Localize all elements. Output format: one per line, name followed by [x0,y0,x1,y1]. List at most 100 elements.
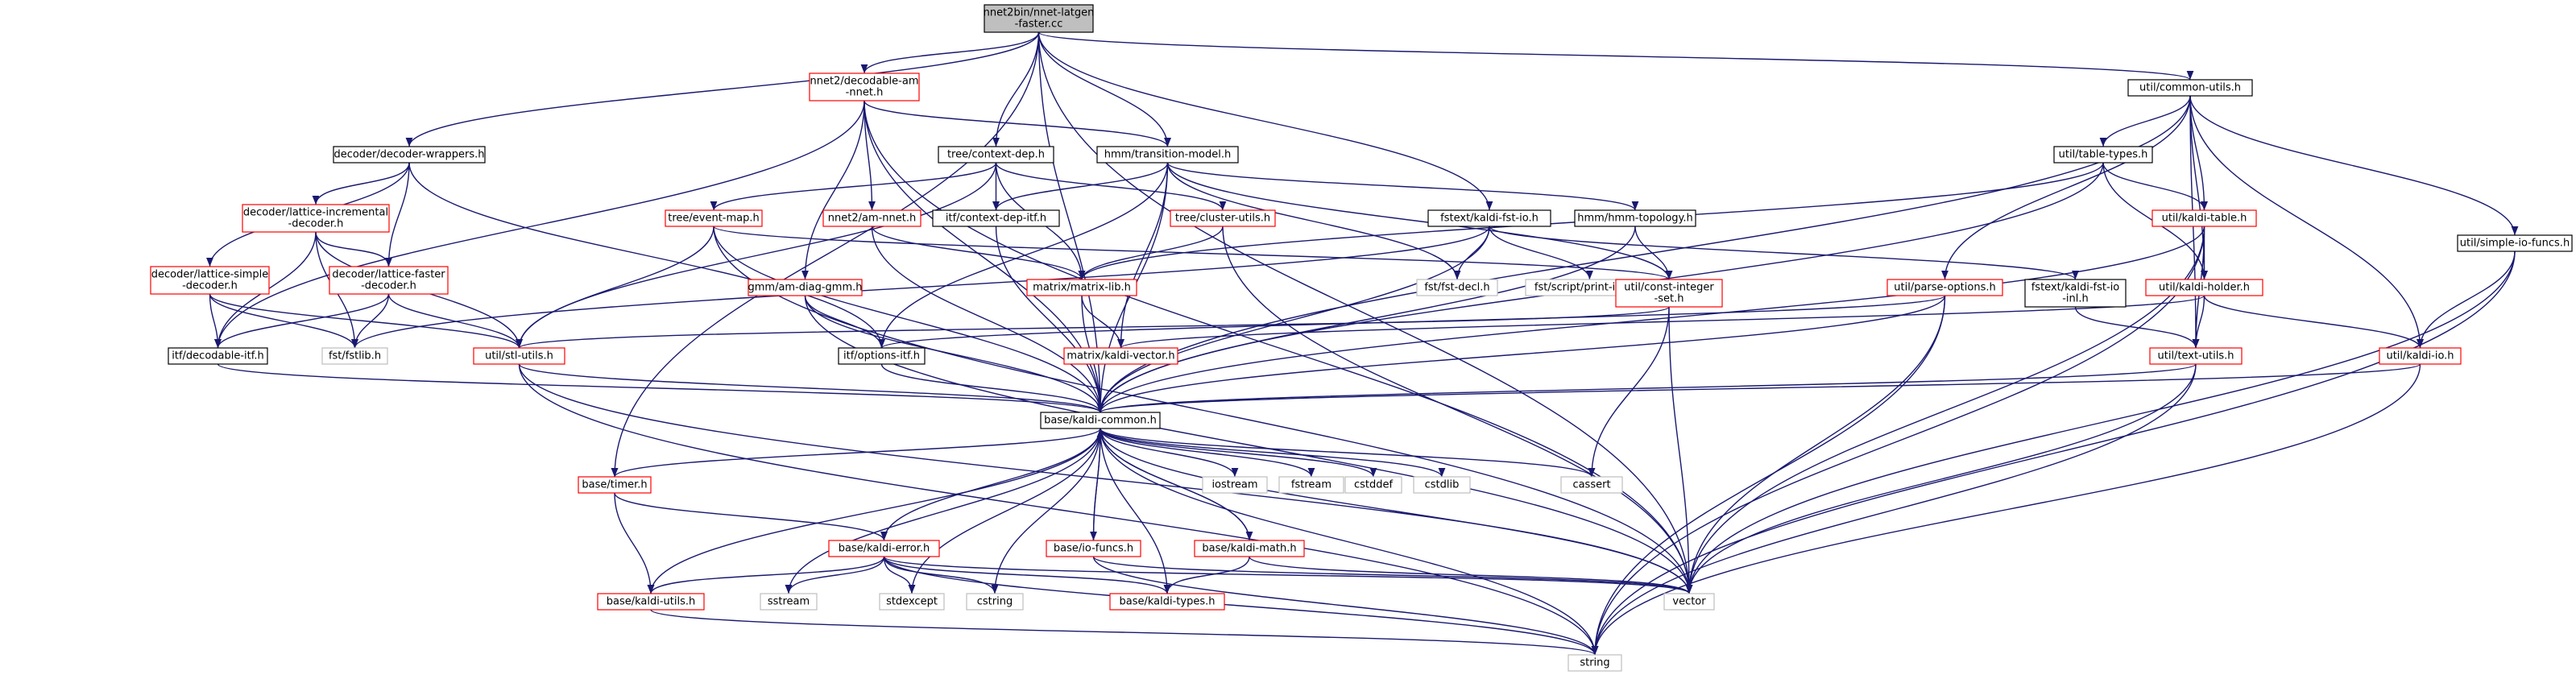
node-context-dep-itf[interactable]: itf/context-dep-itf.h [932,209,1060,227]
node-kaldi-common[interactable]: base/kaldi-common.h [1040,412,1161,429]
node-kaldi-math[interactable]: base/kaldi-math.h [1194,540,1305,557]
node-box [1615,279,1723,308]
edge-root-to-timer [611,31,1040,478]
edge-kaldi_error-to-stdexcept [883,556,916,594]
node-transition-model[interactable]: hmm/transition-model.h [1096,146,1239,164]
edge-kaldi_error-to-vector [883,556,1693,594]
node-simple-io-funcs[interactable]: util/simple-io-funcs.h [2457,234,2573,252]
node-io-funcs[interactable]: base/io-funcs.h [1046,540,1141,557]
edge-decoder_wrappers-to-lattice_incremental [312,162,410,205]
node-box [1026,279,1137,296]
node-kaldi-error[interactable]: base/kaldi-error.h [828,540,940,557]
node-iostream[interactable]: iostream [1202,476,1268,494]
node-am-nnet[interactable]: nnet2/am-nnet.h [822,209,921,227]
edge-options_itf-to-kaldi_common [880,363,1104,413]
node-label: base/timer.h [582,479,647,491]
node-label: decoder/lattice-incremental [243,207,388,219]
node-timer[interactable]: base/timer.h [578,476,652,494]
node-options-itf[interactable]: itf/options-itf.h [838,347,926,365]
node-const-integer-set[interactable]: util/const-integer-set.h [1615,279,1723,308]
node-kaldi-fst-io-inl[interactable]: fstext/kaldi-fst-io-inl.h [2024,279,2127,308]
node-table-types[interactable]: util/table-types.h [2053,146,2153,164]
node-event-map[interactable]: tree/event-map.h [665,209,763,227]
edge-parse_options-to-string [1591,295,1946,656]
node-kaldi-io[interactable]: util/kaldi-io.h [2379,347,2462,365]
node-box [1278,476,1344,494]
edge-transition_model-to-fst_decl [1166,162,1461,280]
nodes-layer: nnet2bin/nnet-latgen-faster.cc nnet2/deco… [150,4,2573,672]
node-kaldi-types[interactable]: base/kaldi-types.h [1109,593,1225,611]
edge-transition_model-to-hmm_topology [1166,162,1639,211]
edge-kaldi_common-to-cstddef [1100,428,1377,478]
edge-kaldi_error-to-kaldi_types [883,556,1171,594]
node-hmm-topology[interactable]: hmm/hmm-topology.h [1574,209,1696,227]
node-lattice-faster[interactable]: decoder/lattice-faster-decoder.h [329,266,449,295]
edge-context_dep-to-stl_utils [516,162,997,349]
node-box [2151,209,2257,227]
edge-kaldi_holder-to-kaldi_io [2203,295,2424,349]
node-stdexcept[interactable]: stdexcept [879,593,945,611]
node-box [578,476,652,494]
edge-lattice_faster-to-fstlib [351,293,390,349]
node-fstream[interactable]: fstream [1278,476,1344,494]
edge-kaldi_fst_io-to-kaldi_fst_io_inl [1489,226,2079,280]
edge-kaldi_common-to-vector [1100,428,1693,594]
node-text-utils[interactable]: util/text-utils.h [2149,347,2243,365]
edge-decoder_wrappers-to-lattice_faster [385,162,410,267]
edge-root-to-context_dep [992,31,1040,147]
node-cstdlib[interactable]: cstdlib [1413,476,1471,494]
edge-am_diag_gmm-to-kaldi_common [804,295,1104,413]
edge-decodable_am-to-decodable_itf [214,100,865,349]
node-kaldi-vector[interactable]: matrix/kaldi-vector.h [1063,347,1178,365]
node-label: -decoder.h [288,218,344,230]
edge-simple_io_funcs-to-kaldi_io [2417,250,2516,349]
node-decodable-am[interactable]: nnet2/decodable-am-nnet.h [809,72,920,101]
node-fstlib[interactable]: fst/fstlib.h [321,347,388,365]
node-sstream[interactable]: sstream [760,593,818,611]
node-box [2053,146,2153,164]
node-box [2127,79,2253,97]
edge-root-to-transition_model [1037,31,1171,147]
node-matrix-lib[interactable]: matrix/matrix-lib.h [1026,279,1137,296]
node-label: tree/cluster-utils.h [1175,213,1270,225]
node-lattice-incremental[interactable]: decoder/lattice-incremental-decoder.h [242,204,390,233]
node-kaldi-holder[interactable]: util/kaldi-holder.h [2145,279,2263,296]
node-am-diag-gmm[interactable]: gmm/am-diag-gmm.h [748,279,863,296]
node-kaldi-utils[interactable]: base/kaldi-utils.h [597,593,705,611]
node-cstring[interactable]: cstring [966,593,1024,611]
node-context-dep[interactable]: tree/context-dep.h [938,146,1054,164]
node-cluster-utils[interactable]: tree/cluster-utils.h [1170,209,1276,227]
node-label: fst/fstlib.h [329,350,381,362]
edge-kaldi_common-to-cstdlib [1100,428,1446,478]
node-stl-utils[interactable]: util/stl-utils.h [473,347,565,365]
node-kaldi-fst-io[interactable]: fstext/kaldi-fst-io.h [1427,209,1551,227]
node-common-utils[interactable]: util/common-utils.h [2127,79,2253,97]
node-box [329,266,449,295]
edge-kaldi_error-to-kaldi_utils [647,556,885,594]
edge-io_funcs-to-vector [1092,556,1693,594]
node-lattice-simple[interactable]: decoder/lattice-simple-decoder.h [150,266,270,295]
node-label: -faster.cc [1015,19,1063,31]
node-box [932,209,1060,227]
node-box [760,593,818,611]
node-root[interactable]: nnet2bin/nnet-latgen-faster.cc [984,4,1095,33]
edge-cluster_utils-to-matrix_lib [1078,226,1224,280]
edge-transition_model-to-const_integer_set [1166,162,1673,280]
edge-common_utils-to-simple_io_funcs [2189,95,2519,236]
node-parse-options[interactable]: util/parse-options.h [1886,279,2003,296]
edge-kaldi_fst_io-to-fstlib [351,226,1490,349]
node-cassert[interactable]: cassert [1560,476,1623,494]
node-box [1109,593,1225,611]
node-label: base/kaldi-utils.h [607,596,696,608]
node-cstddef[interactable]: cstddef [1344,476,1402,494]
node-string[interactable]: string [1568,654,1622,672]
node-fst-decl[interactable]: fst/fst-decl.h [1416,279,1498,296]
node-vector[interactable]: vector [1663,593,1715,611]
node-kaldi-table[interactable]: util/kaldi-table.h [2151,209,2257,227]
node-box [809,72,920,101]
node-decoder-wrappers[interactable]: decoder/decoder-wrappers.h [333,146,486,164]
node-decodable-itf[interactable]: itf/decodable-itf.h [168,347,268,365]
edge-decoder_wrappers-to-options_itf [408,162,885,349]
edge-table_types-to-kaldi_table [2102,162,2208,211]
